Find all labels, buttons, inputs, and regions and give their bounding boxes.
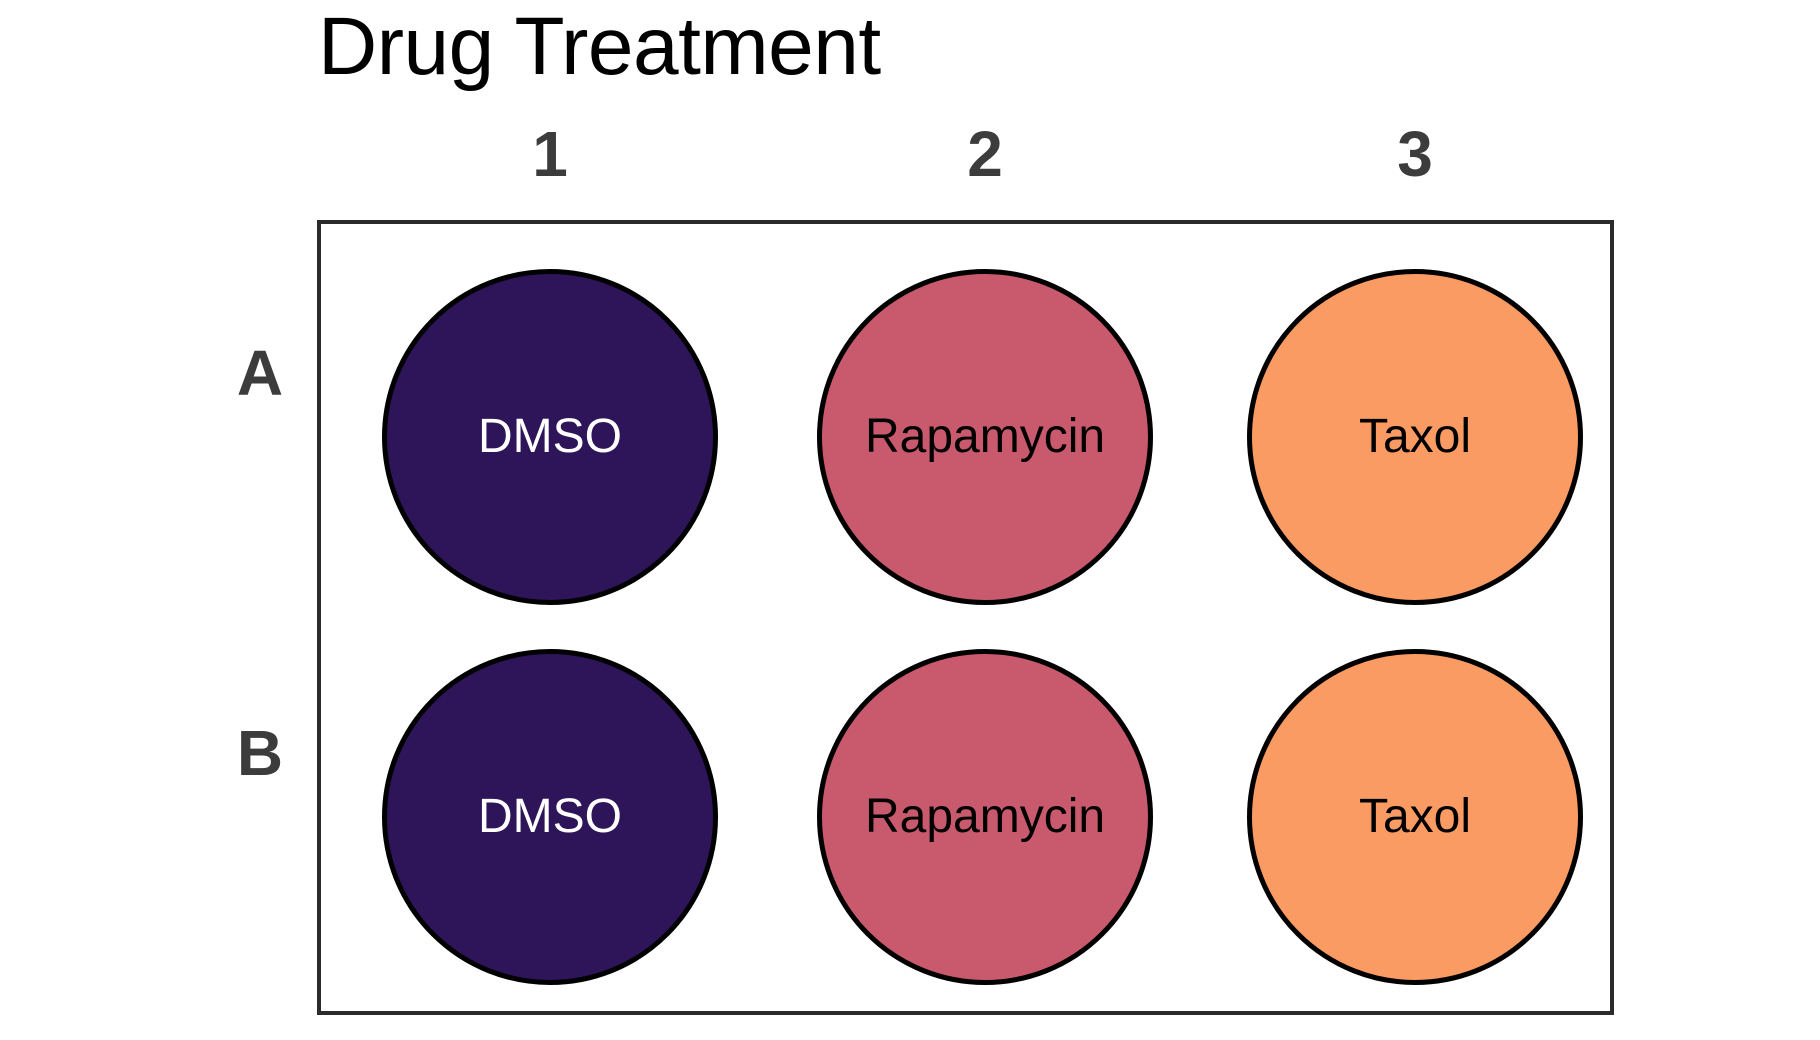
- column-header-2: 2: [967, 118, 1003, 190]
- well-a1[interactable]: DMSO: [382, 269, 718, 605]
- well-label-a3: Taxol: [1358, 410, 1472, 463]
- well-b3[interactable]: Taxol: [1247, 649, 1583, 985]
- well-a3[interactable]: Taxol: [1247, 269, 1583, 605]
- page-title: Drug Treatment: [318, 1, 881, 92]
- column-header-1: 1: [532, 118, 568, 190]
- well-label-b2: Rapamycin: [864, 790, 1106, 843]
- well-a2[interactable]: Rapamycin: [817, 269, 1153, 605]
- well-b2[interactable]: Rapamycin: [817, 649, 1153, 985]
- well-label-a2: Rapamycin: [864, 410, 1106, 463]
- well-b1[interactable]: DMSO: [382, 649, 718, 985]
- row-header-b: B: [236, 717, 284, 789]
- well-label-b3: Taxol: [1358, 790, 1472, 843]
- row-header-a: A: [236, 337, 284, 409]
- well-label-a1: DMSO: [478, 410, 622, 463]
- well-label-b1: DMSO: [478, 790, 622, 843]
- column-header-3: 3: [1397, 118, 1433, 190]
